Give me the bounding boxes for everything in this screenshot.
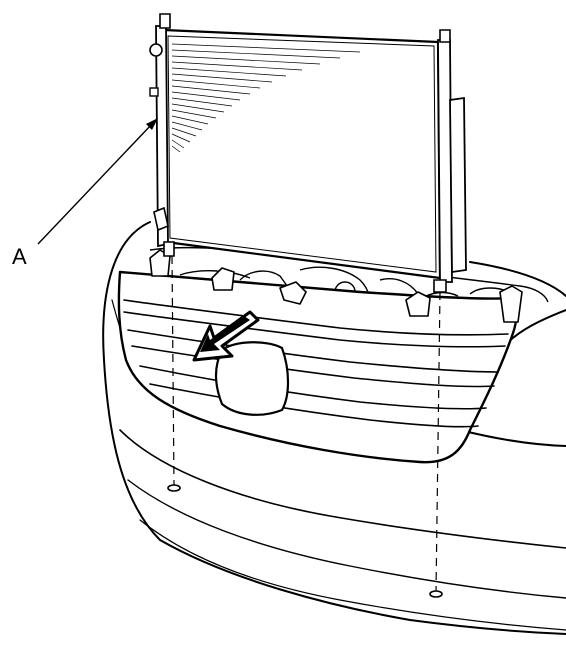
arrow-down-left-icon bbox=[192, 310, 260, 362]
callout-a-arrowhead bbox=[146, 118, 158, 130]
condenser-core bbox=[162, 28, 442, 280]
condenser-mounting-bracket bbox=[153, 206, 169, 232]
front-bumper bbox=[102, 221, 566, 635]
receiver-dryer bbox=[449, 96, 467, 274]
callout-a-label: A bbox=[12, 244, 27, 269]
callout-a-leader bbox=[37, 123, 153, 245]
alignment-guide-lines bbox=[171, 255, 441, 593]
condenser bbox=[149, 13, 467, 293]
mounting-holes bbox=[167, 484, 443, 598]
front-grille bbox=[117, 270, 518, 464]
emblem-icon bbox=[214, 341, 290, 416]
callout-a: A bbox=[12, 118, 158, 269]
grille-slats bbox=[123, 299, 509, 428]
